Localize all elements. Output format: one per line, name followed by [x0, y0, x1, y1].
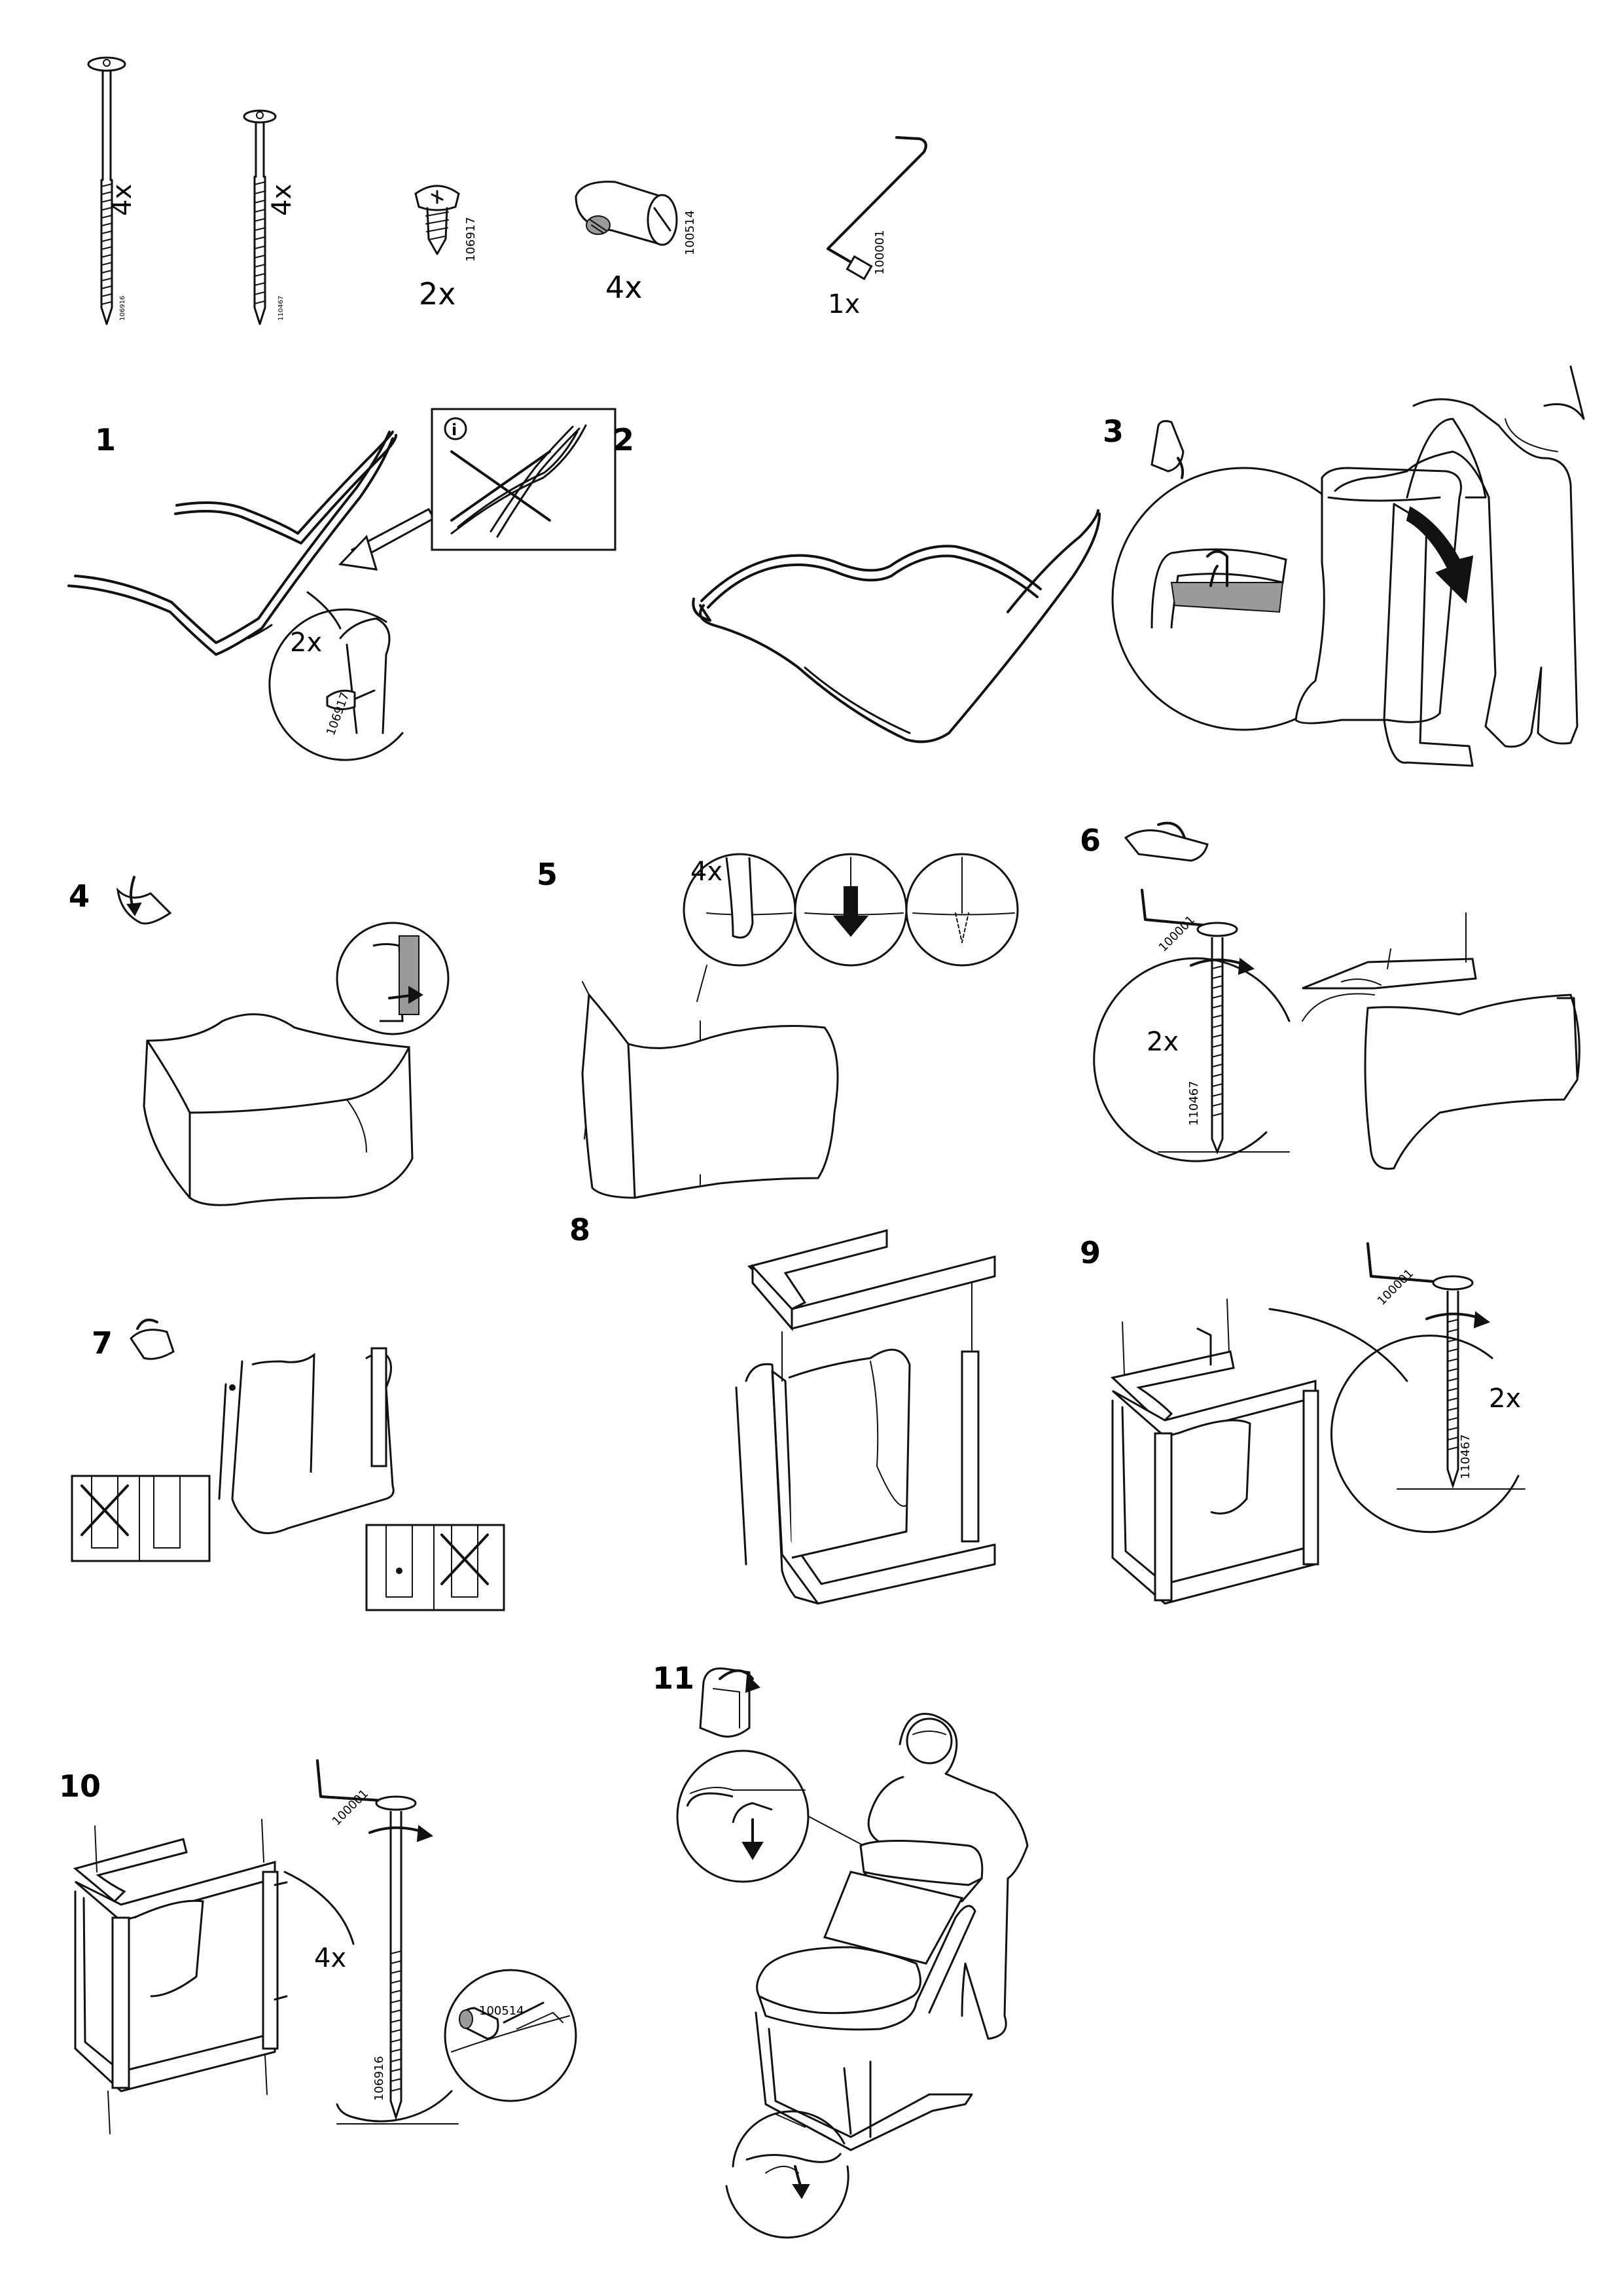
allen-key-icon	[827, 136, 927, 281]
bolt-code: 110467	[1459, 1434, 1472, 1479]
chair-frame-box	[735, 1229, 996, 1605]
allen-key-icon	[1366, 1242, 1451, 1284]
allen-key-icon	[316, 1759, 394, 1803]
step-number: 1	[95, 422, 116, 457]
part-code: 106917	[464, 217, 478, 262]
fabric-cover	[1302, 912, 1580, 1170]
step-number: 6	[1080, 823, 1101, 858]
long-bolt-icon	[87, 56, 126, 325]
key-code: 100001	[1156, 913, 1198, 954]
part-qty: 1x	[828, 289, 860, 319]
step-qty: 2x	[1147, 1027, 1179, 1057]
detail-circle	[1093, 957, 1291, 1162]
allen-key-icon	[1141, 889, 1215, 927]
detail-circle	[683, 853, 1019, 1002]
part-code: 106916	[119, 296, 126, 321]
warning-box: i	[431, 408, 616, 551]
step-qty: 2x	[290, 628, 322, 658]
detail-circle	[725, 2110, 849, 2239]
chair-frame-box	[1110, 1299, 1319, 1605]
bolt-code: 110467	[1187, 1081, 1201, 1126]
detail-circle	[336, 922, 450, 1035]
turn-icon	[699, 1667, 760, 1738]
person-figure	[1294, 365, 1585, 767]
step-qty: 4x	[314, 1943, 346, 1973]
step-qty: 4x	[690, 857, 722, 887]
detail-circle	[676, 1749, 865, 1883]
turn-icon	[1124, 821, 1209, 862]
nut-code: 100514	[479, 2004, 524, 2018]
turn-icon	[130, 1318, 175, 1360]
detail-circle	[1330, 1335, 1520, 1534]
part-qty: 4x	[267, 184, 297, 216]
detail-circle	[268, 591, 404, 761]
part-code: 100514	[683, 210, 697, 255]
step-number: 2	[613, 422, 634, 457]
turn-icon	[1150, 420, 1185, 479]
step-number: 5	[537, 857, 558, 892]
fabric-cover	[581, 981, 839, 1199]
detail-circle	[444, 1969, 577, 2102]
part-qty: 4x	[605, 270, 643, 305]
detail-box-left	[71, 1475, 211, 1562]
step-number: 11	[652, 1660, 694, 1696]
step-qty: 2x	[1489, 1384, 1521, 1414]
arrow-icon	[1406, 506, 1474, 604]
barrel-nut-icon	[575, 181, 678, 246]
frame-assembled	[692, 509, 1101, 744]
chair-side-frame	[218, 1347, 395, 1534]
step-number: 7	[92, 1325, 113, 1361]
part-qty: 2x	[419, 276, 456, 312]
long-bolt-icon	[368, 1795, 434, 2121]
key-code: 100001	[330, 1787, 371, 1828]
bolt-code: 106916	[372, 2056, 386, 2101]
key-code: 100001	[1375, 1266, 1416, 1308]
info-icon: i	[452, 421, 457, 439]
part-qty: 4x	[107, 184, 137, 216]
arrow-icon	[338, 507, 436, 571]
person-figure	[867, 1713, 1029, 2040]
screw-icon	[414, 185, 460, 255]
part-code: 110467	[277, 296, 285, 321]
step-number: 9	[1080, 1235, 1101, 1270]
step-number: 3	[1103, 414, 1124, 449]
part-code: 100001	[873, 230, 887, 275]
chair-assembled	[755, 1840, 984, 2151]
turn-icon	[116, 876, 172, 925]
step-number: 4	[69, 878, 90, 914]
detail-box-right	[365, 1524, 505, 1611]
step-number: 10	[59, 1768, 101, 1804]
fabric-cover	[143, 1013, 414, 1206]
long-bolt-icon	[1425, 1275, 1491, 1489]
step-number: 8	[569, 1212, 590, 1247]
long-bolt-icon	[243, 109, 277, 325]
frame-rails	[67, 431, 397, 656]
chair-frame-box	[73, 1819, 288, 2134]
long-bolt-icon	[1190, 922, 1255, 1155]
